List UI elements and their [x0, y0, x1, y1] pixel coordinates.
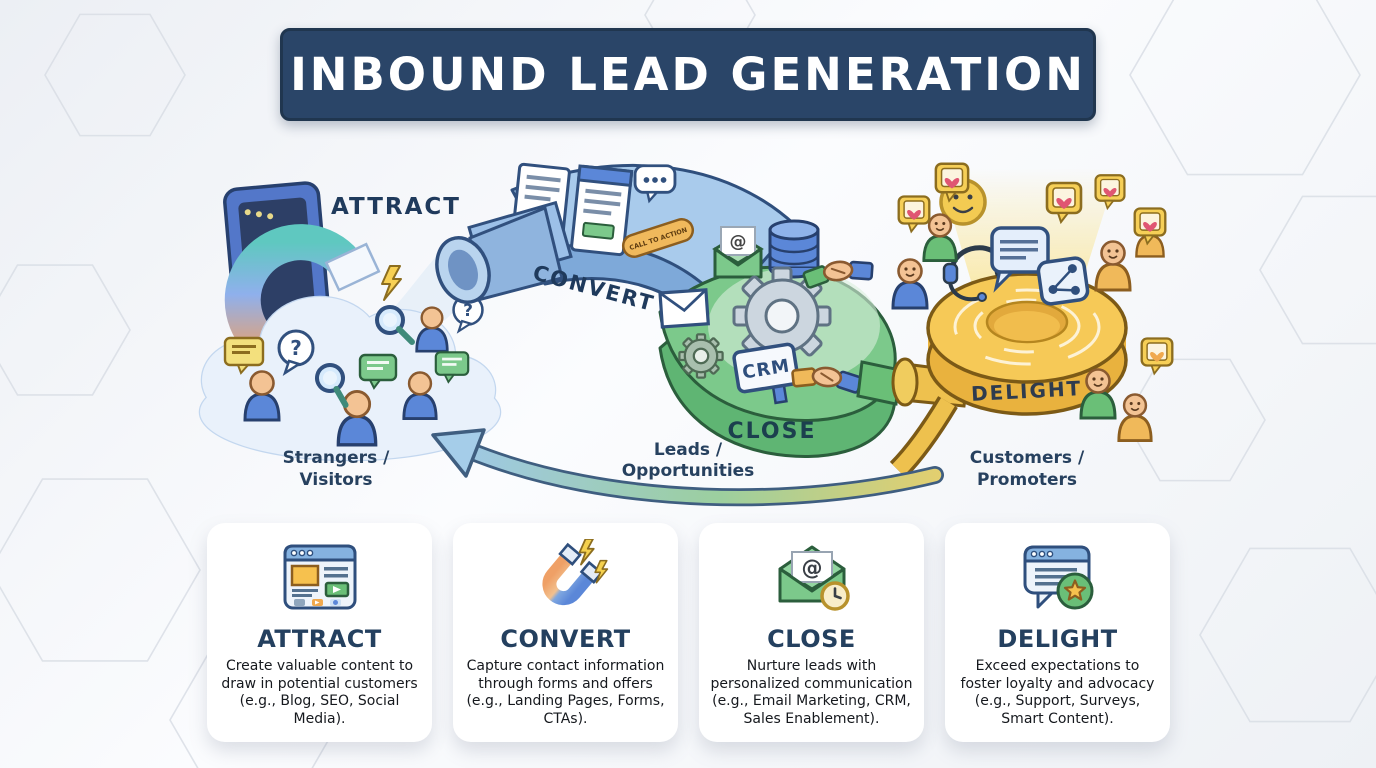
card-title: DELIGHT	[997, 625, 1118, 653]
card-delight: DELIGHT Exceed expectations to foster lo…	[945, 523, 1170, 742]
person-icon	[1079, 368, 1117, 420]
lightning-icon	[381, 265, 402, 301]
person-icon	[1094, 240, 1132, 292]
card-title: CONVERT	[500, 625, 631, 653]
svg-text:?: ?	[290, 336, 302, 360]
card-close: @ CLOSE Nurture leads with personalized …	[699, 523, 924, 742]
svg-text:?: ?	[463, 301, 473, 321]
card-description: Nurture leads with personalized communic…	[710, 658, 913, 727]
card-title: ATTRACT	[257, 625, 382, 653]
page-title: INBOUND LEAD GENERATION	[290, 48, 1086, 101]
note-bubble-icon	[223, 336, 265, 375]
stage-label-delight: DELIGHT	[970, 376, 1082, 406]
magnifier-icon	[315, 363, 349, 408]
chat-bubble-icon	[358, 353, 398, 390]
svg-text:@: @	[730, 232, 747, 252]
card-convert: CONVERT Capture contact information thro…	[453, 523, 678, 742]
person-icon	[415, 306, 449, 353]
audience-label-customers: Customers / Promoters	[970, 448, 1085, 490]
heart-bubble-icon	[1140, 337, 1174, 376]
svg-text:Opportunities: Opportunities	[622, 461, 755, 481]
crm-sign-icon: CRM	[732, 342, 800, 405]
svg-text:@: @	[801, 556, 822, 580]
person-icon	[1117, 393, 1153, 443]
return-arrow	[431, 428, 944, 507]
stage-label-close: CLOSE	[728, 419, 817, 444]
magnifier-icon	[375, 305, 415, 345]
heart-bubble-icon	[1133, 207, 1167, 246]
person-icon	[922, 213, 958, 263]
person-icon	[891, 258, 929, 310]
strangers-cloud: ? ?	[198, 294, 502, 462]
database-icon	[768, 219, 820, 279]
email-at-icon: @	[712, 226, 764, 279]
audience-label-leads: Leads / Opportunities	[622, 440, 755, 481]
form-document-icon	[570, 164, 634, 257]
svg-text:Strangers /: Strangers /	[283, 448, 390, 468]
card-title: CLOSE	[767, 625, 856, 653]
card-description: Capture contact information through form…	[466, 658, 665, 727]
person-icon	[243, 370, 281, 422]
chat-bubble-icon	[434, 351, 470, 384]
stage-label-attract: ATTRACT	[331, 194, 461, 220]
svg-text:Visitors: Visitors	[300, 470, 373, 490]
share-icon	[1036, 256, 1090, 306]
funnel-diagram: ATTRACT	[198, 162, 1174, 507]
svg-text:Customers /: Customers /	[970, 448, 1085, 468]
magnet-icon	[520, 535, 612, 623]
handshake-icon	[802, 260, 874, 289]
typing-bubble-icon	[633, 164, 677, 204]
svg-text:Leads /: Leads /	[654, 440, 723, 460]
svg-text:Promoters: Promoters	[977, 470, 1077, 490]
chat-star-icon	[1012, 535, 1104, 623]
browser-content-icon	[274, 535, 366, 623]
envelope-icon	[658, 288, 710, 329]
card-description: Exceed expectations to foster loyalty an…	[960, 658, 1155, 727]
audience-label-strangers: Strangers / Visitors	[283, 448, 390, 490]
card-description: Create valuable content to draw in poten…	[221, 658, 418, 727]
title-banner: INBOUND LEAD GENERATION	[280, 28, 1096, 121]
gear-icon	[732, 266, 832, 366]
heart-bubble-icon	[934, 162, 970, 203]
chat-window-icon	[990, 226, 1050, 293]
person-icon	[402, 371, 438, 421]
question-bubble-icon: ?	[277, 329, 315, 376]
gear-small-icon	[678, 333, 724, 379]
heart-bubble-icon	[1094, 174, 1126, 211]
heart-bubble-icon	[897, 195, 931, 234]
funnel-nozzle-icon	[435, 205, 564, 304]
person-icon	[336, 390, 378, 447]
heart-bubble-icon	[1045, 181, 1083, 225]
card-attract: ATTRACT Create valuable content to draw …	[207, 523, 432, 742]
email-clock-icon: @	[766, 535, 858, 623]
